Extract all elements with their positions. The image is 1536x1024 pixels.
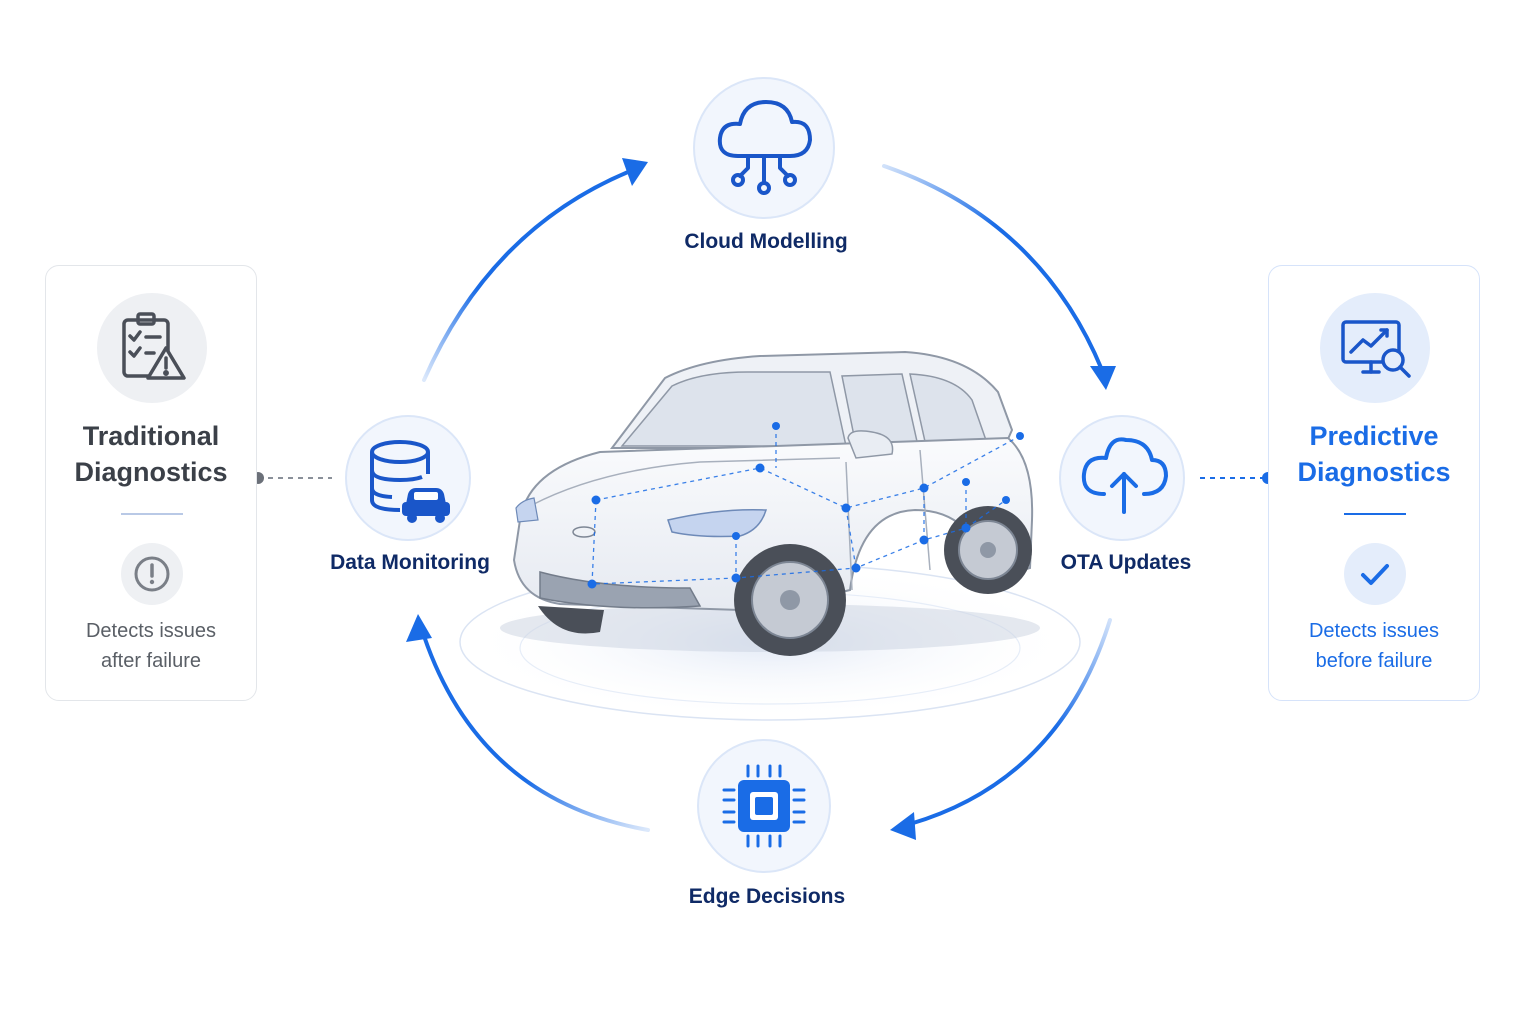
arrowhead-data <box>406 614 432 642</box>
node-label-ota-updates: OTA Updates <box>1060 551 1192 574</box>
card-divider <box>1344 513 1406 515</box>
arrow-ota-to-edge <box>908 618 1112 826</box>
check-icon <box>1344 543 1406 605</box>
traditional-diagnostics-description: Detects issues after failure <box>85 620 217 672</box>
node-label-edge-decisions: Edge Decisions <box>688 885 846 908</box>
arrow-edge-to-data <box>422 634 650 832</box>
arrowhead-cloud <box>622 158 648 186</box>
arrowhead-edge <box>890 812 916 840</box>
cloud-network-icon <box>717 100 812 195</box>
predictive-diagnostics-title: Predictive Diagnostics <box>1297 421 1451 487</box>
database-car-icon <box>370 440 450 523</box>
arrow-cloud-to-ota <box>882 164 1104 372</box>
exclamation-icon <box>121 543 183 605</box>
node-circle-cloud <box>693 77 835 219</box>
monitor-analytics-icon <box>1320 293 1430 403</box>
traditional-diagnostics-card: Traditional Diagnostics Detects issues a… <box>45 265 257 701</box>
node-label-data-monitoring: Data Monitoring <box>330 551 490 574</box>
cloud-upload-icon <box>1081 437 1168 514</box>
card-divider <box>121 513 183 515</box>
suv-car-icon <box>500 350 1040 656</box>
processor-chip-icon <box>722 764 806 848</box>
predictive-diagnostics-card: Predictive Diagnostics Detects issues be… <box>1268 265 1480 701</box>
arrowhead-ota <box>1090 366 1116 390</box>
clipboard-warning-icon <box>97 293 207 403</box>
arrow-data-to-cloud <box>422 170 630 382</box>
node-label-cloud-modelling: Cloud Modelling <box>684 230 848 253</box>
predictive-diagnostics-description: Detects issues before failure <box>1308 620 1440 672</box>
traditional-diagnostics-title: Traditional Diagnostics <box>74 421 228 487</box>
